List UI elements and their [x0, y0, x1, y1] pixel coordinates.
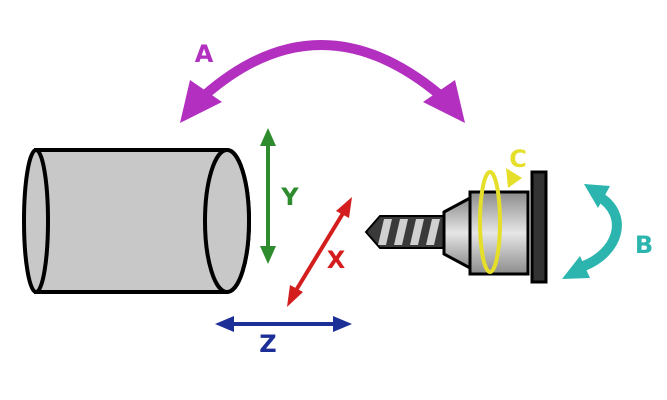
arrowhead-c [506, 168, 522, 188]
label-y: Y [280, 183, 299, 211]
z-arrowhead-right [333, 316, 352, 332]
label-b: B [635, 231, 653, 259]
axis-arrow-z [215, 316, 352, 332]
spindle-flange [530, 170, 548, 284]
y-arrowhead-top [260, 128, 276, 146]
arrowhead-b-bottom [562, 256, 590, 279]
arc-b [573, 191, 622, 273]
arrowhead-a-right [423, 80, 465, 123]
axis-arrow-x [287, 197, 352, 307]
label-a: A [195, 40, 214, 68]
workpiece-cylinder [22, 148, 251, 294]
x-arrowhead-bottom [287, 285, 303, 307]
axis-arrow-y [260, 128, 276, 264]
arc-a [200, 40, 445, 100]
drill-flute-3 [410, 219, 424, 245]
arrowhead-a-left [180, 80, 222, 123]
rotation-arrow-a [180, 40, 465, 123]
label-c: C [509, 145, 527, 173]
rotation-arrow-b [562, 184, 622, 279]
y-arrowhead-bottom [260, 246, 276, 264]
z-arrowhead-left [215, 316, 234, 332]
rotation-arrow-c [478, 168, 522, 274]
arc-c [478, 170, 502, 274]
chuck-nose [442, 195, 472, 271]
label-z: Z [259, 330, 276, 358]
drill-flute-2 [394, 219, 408, 245]
x-axis-line [293, 208, 347, 294]
drill-flute-1 [378, 219, 392, 245]
drill-bit [364, 215, 447, 249]
cylinder-left-end [22, 148, 50, 294]
cylinder-right-face [203, 148, 251, 294]
label-x: X [327, 246, 346, 274]
x-arrowhead-top [336, 197, 352, 218]
arrowhead-b-top [584, 184, 610, 208]
drill-flute-4 [426, 219, 440, 245]
